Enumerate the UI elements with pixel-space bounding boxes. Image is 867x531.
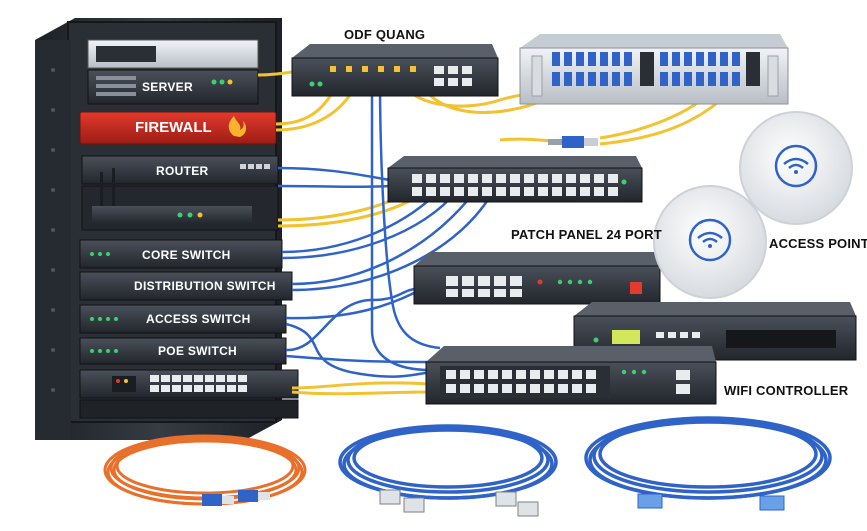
access-switch-label: ACCESS SWITCH bbox=[146, 312, 251, 326]
patch-panel-label: PATCH PANEL 24 PORT bbox=[511, 227, 662, 242]
blue-cable-coil-2 bbox=[584, 416, 832, 500]
access-point-2 bbox=[653, 185, 767, 299]
firewall-label: FIREWALL bbox=[135, 119, 212, 136]
server-unit bbox=[87, 39, 259, 105]
mid-switch bbox=[413, 252, 661, 305]
fiber-connector bbox=[548, 136, 598, 148]
rj45-plugs-1 bbox=[379, 489, 539, 517]
distribution-switch-label: DISTRIBUTION SWITCH bbox=[134, 279, 276, 293]
firewall-unit bbox=[79, 111, 277, 145]
router-unit bbox=[81, 155, 279, 231]
router-label: ROUTER bbox=[156, 164, 209, 178]
odf-unit bbox=[291, 44, 499, 97]
distribution-switch-unit bbox=[79, 271, 293, 301]
orange-cable-coil bbox=[103, 434, 307, 506]
server-label: SERVER bbox=[142, 80, 193, 94]
access-switch-unit bbox=[79, 304, 287, 334]
poe-switch-label: POE SWITCH bbox=[158, 344, 238, 358]
odf-label: ODF QUANG bbox=[344, 27, 426, 42]
fiber-patch-panel bbox=[519, 34, 789, 105]
patch-panel-24-port bbox=[387, 156, 643, 203]
blue-cable-coil-1 bbox=[338, 424, 558, 500]
core-switch-label: CORE SWITCH bbox=[142, 248, 231, 262]
ethernet-cables bbox=[277, 81, 496, 378]
rack-24-port-switch bbox=[79, 369, 299, 419]
access-point-1 bbox=[739, 111, 853, 225]
fiber-connectors-bottom bbox=[202, 490, 270, 506]
rj45-plugs-2 bbox=[637, 493, 785, 511]
wifi-controller-label: WIFI CONTROLLER bbox=[724, 383, 849, 398]
access-point-label: ACCESS POINT bbox=[769, 236, 867, 251]
poe-switch-unit bbox=[79, 337, 287, 365]
core-switch-unit bbox=[79, 239, 283, 269]
wifi-controller-switch bbox=[425, 346, 717, 405]
